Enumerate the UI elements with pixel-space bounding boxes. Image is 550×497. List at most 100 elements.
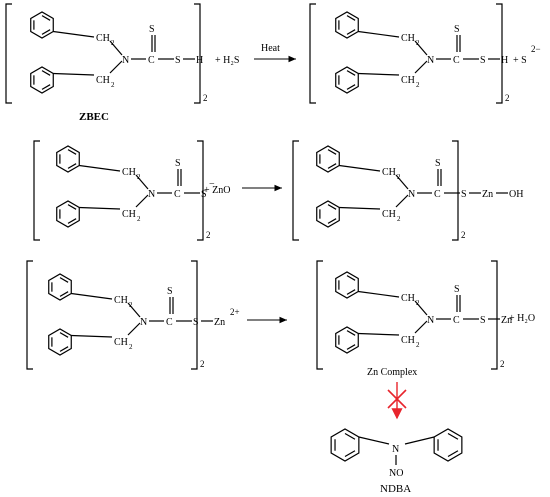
ch2-label: CH	[114, 295, 128, 306]
ch2-subscript: 2	[416, 341, 420, 349]
bond	[53, 72, 95, 76]
bond	[358, 332, 400, 336]
ch2-label: CH	[382, 209, 396, 220]
s-ion-charge: 2−	[531, 44, 541, 54]
bond	[358, 30, 400, 38]
bond	[127, 322, 141, 336]
bracket-subscript: 2	[200, 359, 205, 369]
sulfur-label: S	[149, 24, 155, 35]
sulfur-label: S	[480, 315, 486, 326]
aromatic-bond	[346, 344, 356, 350]
nitrogen-label: N	[148, 189, 155, 200]
ch2-subscript: 2	[416, 299, 420, 307]
benzene-ring	[56, 145, 80, 173]
aromatic-bond	[344, 432, 356, 440]
ch2-subscript: 2	[397, 173, 401, 181]
right-bracket	[452, 140, 459, 241]
aromatic-bond	[346, 29, 356, 35]
ch2-label: CH	[401, 75, 415, 86]
ch2-subscript: 2	[111, 81, 115, 89]
bond	[395, 194, 409, 208]
sulfur-label: S	[461, 189, 467, 200]
zinc-label: Zn	[214, 317, 225, 328]
nitroso-label: NO	[389, 468, 403, 479]
ch2-subscript: 2	[137, 173, 141, 181]
ch2-subscript: 2	[416, 81, 420, 89]
sulfur-label: S	[175, 158, 181, 169]
left-bracket	[309, 3, 316, 104]
s-ion-product: + S	[513, 55, 527, 66]
hydroxyl-label: OH	[509, 189, 523, 200]
aromatic-bond	[346, 289, 356, 295]
ch2-label: CH	[122, 209, 136, 220]
bracket-subscript: 2	[203, 93, 208, 103]
bracket-subscript: 2	[461, 230, 466, 240]
nitrogen-label: N	[408, 189, 415, 200]
bond	[395, 174, 409, 190]
carbon-label: C	[453, 315, 460, 326]
bracket-subscript: 2	[500, 359, 505, 369]
aromatic-bond	[67, 149, 77, 155]
sulfur-label: S	[435, 158, 441, 169]
aromatic-bond	[327, 163, 337, 169]
bond	[414, 40, 428, 56]
aromatic-bond	[346, 84, 356, 90]
h2o-product: + H₂O	[509, 313, 535, 324]
aromatic-bond	[346, 15, 356, 21]
nitrogen-label: N	[427, 55, 434, 66]
bond	[109, 40, 123, 56]
benzene-ring	[48, 273, 72, 301]
nitrogen-label: N	[140, 317, 147, 328]
sulfur-label: S	[454, 284, 460, 295]
aromatic-bond	[327, 218, 337, 224]
bond	[404, 436, 435, 445]
h2s-reagent: + H₂S	[215, 55, 239, 66]
left-bracket	[316, 260, 323, 370]
aromatic-bond	[344, 450, 356, 458]
ch2-label: CH	[96, 33, 110, 44]
nitrogen-label: N	[392, 444, 399, 455]
zno-reagent: + ZnO	[204, 185, 230, 196]
aromatic-bond	[346, 330, 356, 336]
left-bracket	[5, 3, 12, 104]
aromatic-bond	[41, 29, 51, 35]
bond	[358, 72, 400, 76]
right-bracket	[197, 140, 204, 241]
ch2-subscript: 2	[111, 39, 115, 47]
benzene-ring	[316, 145, 340, 173]
aromatic-bond	[447, 432, 459, 440]
carbon-label: C	[434, 189, 441, 200]
nitrogen-label: N	[427, 315, 434, 326]
ch2-subscript: 2	[416, 39, 420, 47]
right-bracket	[194, 3, 201, 104]
ch2-label: CH	[382, 167, 396, 178]
right-bracket	[191, 260, 198, 370]
sulfur-label: S	[167, 286, 173, 297]
aromatic-bond	[447, 450, 459, 458]
bond	[127, 302, 141, 318]
aromatic-bond	[67, 204, 77, 210]
aromatic-bond	[41, 84, 51, 90]
aromatic-bond	[41, 70, 51, 76]
carbon-label: C	[453, 55, 460, 66]
zinc-label: Zn	[482, 189, 493, 200]
hydrogen-label: H	[501, 55, 508, 66]
bond	[135, 194, 149, 208]
anion-charge: −	[209, 179, 215, 190]
aromatic-bond	[41, 15, 51, 21]
right-bracket	[491, 260, 498, 370]
ndba-molecule: N NO	[330, 428, 463, 479]
ch2-subscript: 2	[397, 215, 401, 223]
bond	[339, 206, 381, 210]
bond	[414, 300, 428, 316]
right-bracket	[496, 3, 503, 104]
sulfur-label: S	[454, 24, 460, 35]
bracket-subscript: 2	[206, 230, 211, 240]
carbon-label: C	[148, 55, 155, 66]
aromatic-bond	[67, 218, 77, 224]
